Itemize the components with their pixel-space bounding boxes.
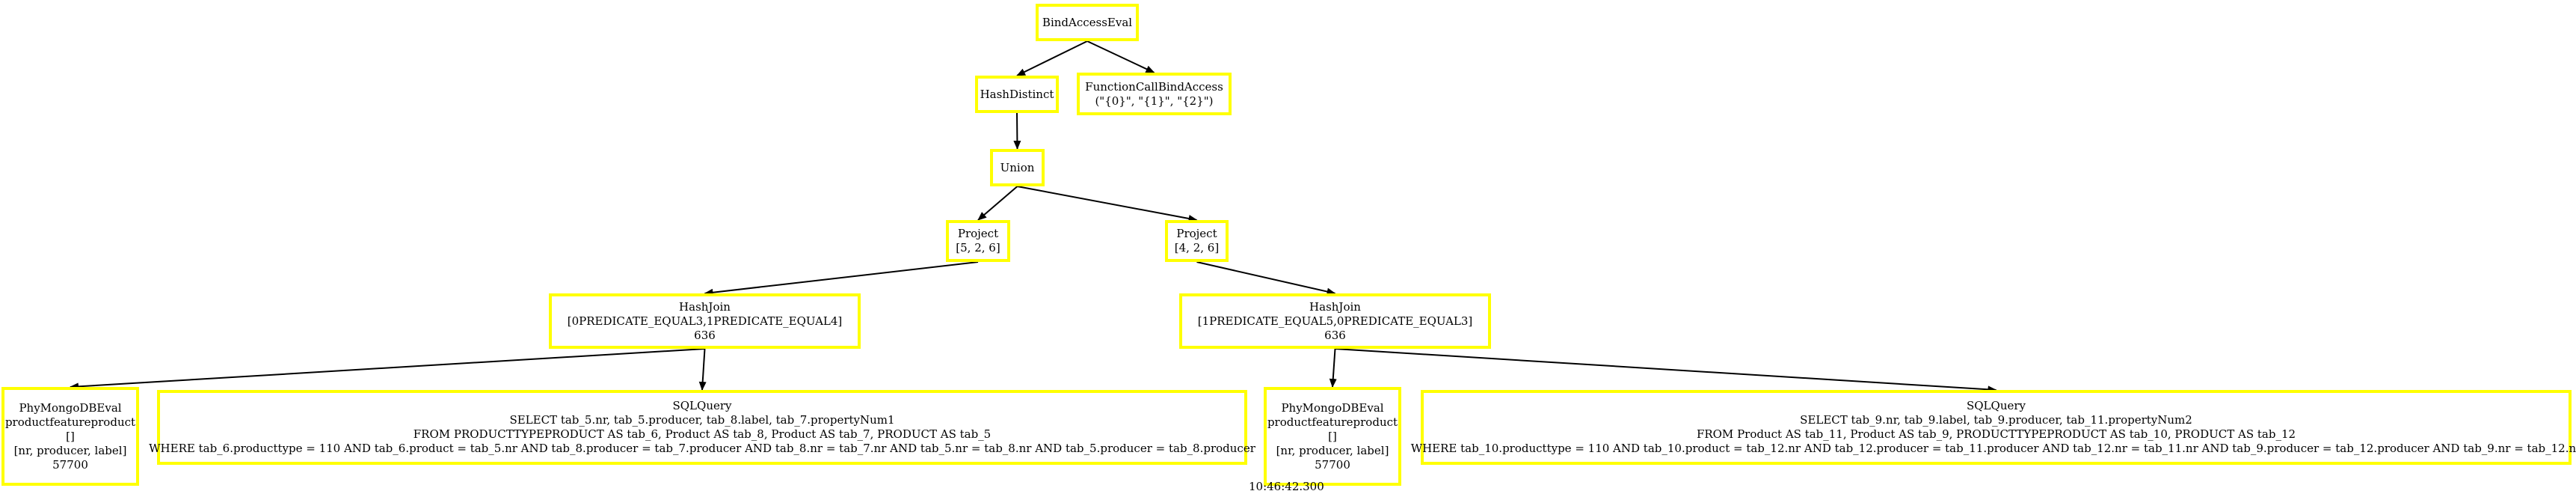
node-label-line: FROM PRODUCTTYPEPRODUCT AS tab_6, Produc…	[413, 427, 992, 441]
edge-hashjoin-left-to-phymongo-left	[70, 348, 705, 391]
edge-union-to-project-left	[977, 186, 1018, 221]
node-label-line: FROM Product AS tab_11, Product AS tab_9…	[1696, 427, 2296, 441]
node-label-line: [5, 2, 6]	[956, 241, 1000, 254]
node-label-line: WHERE tab_6.producttype = 110 AND tab_6.…	[149, 442, 1255, 455]
node-label-line: SQLQuery	[1966, 399, 2026, 412]
edge-project-right-to-hashjoin-right	[1196, 261, 1336, 296]
node-label-line: WHERE tab_10.producttype = 110 AND tab_1…	[1410, 442, 2576, 455]
node-label-line: Project	[1176, 227, 1217, 240]
node-function-call-bind-access: FunctionCallBindAccess("{0}", "{1}", "{2…	[1077, 73, 1232, 115]
edge-bind-access-eval-to-function-call-bind-access	[1086, 40, 1155, 73]
node-union: Union	[990, 149, 1045, 186]
edge-hash-distinct-to-union	[1013, 112, 1021, 150]
node-label-line: ("{0}", "{1}", "{2}")	[1095, 94, 1214, 108]
node-label-line: Project	[957, 227, 999, 240]
node-label-line: HashDistinct	[980, 87, 1054, 101]
edge-project-left-to-hashjoin-left	[704, 261, 979, 296]
node-label-line: SELECT tab_9.nr, tab_9.label, tab_9.prod…	[1800, 413, 2192, 427]
node-label-line: 57700	[52, 457, 88, 472]
edge-bind-access-eval-to-hash-distinct	[1016, 40, 1088, 76]
node-project-left: Project[5, 2, 6]	[946, 220, 1010, 262]
node-label-line: [nr, producer, label]	[1276, 443, 1389, 457]
node-label-line: PhyMongoDBEval	[19, 400, 122, 415]
edge-hashjoin-left-to-sqlquery-left	[698, 348, 707, 391]
node-label-line: [nr, producer, label]	[13, 443, 127, 457]
node-label-line: 57700	[1315, 457, 1350, 472]
edge-hashjoin-right-to-sqlquery-right	[1335, 348, 1997, 394]
node-hashjoin-right: HashJoin[1PREDICATE_EQUAL5,0PREDICATE_EQ…	[1179, 293, 1491, 349]
node-label-line: 636	[1324, 328, 1346, 342]
node-bind-access-eval: BindAccessEval	[1036, 4, 1139, 41]
node-label-line: SQLQuery	[672, 399, 732, 412]
node-label-line: FunctionCallBindAccess	[1085, 79, 1223, 94]
node-label-line: [0PREDICATE_EQUAL3,1PREDICATE_EQUAL4]	[567, 314, 843, 328]
node-label-line: []	[1328, 429, 1337, 443]
node-label-line: []	[66, 429, 75, 443]
node-project-right: Project[4, 2, 6]	[1165, 220, 1229, 262]
node-label-line: productfeatureproduct	[1267, 415, 1398, 429]
node-label-line: productfeatureproduct	[4, 415, 136, 429]
node-label-line: Union	[1000, 160, 1035, 174]
node-label-line: 636	[694, 328, 716, 342]
edge-union-to-project-right	[1017, 186, 1198, 222]
node-label-line: HashJoin	[1309, 299, 1361, 314]
node-hashjoin-left: HashJoin[0PREDICATE_EQUAL3,1PREDICATE_EQ…	[549, 293, 861, 349]
node-hash-distinct: HashDistinct	[975, 76, 1059, 113]
node-label-line: BindAccessEval	[1042, 15, 1133, 29]
node-label-line: HashJoin	[679, 299, 731, 314]
node-label-line: PhyMongoDBEval	[1281, 400, 1384, 415]
node-label-line: [4, 2, 6]	[1174, 241, 1220, 254]
timestamp-footer: 10:46:42.300	[1249, 480, 1324, 493]
edge-hashjoin-right-to-phymongo-right	[1329, 348, 1337, 388]
node-label-line: SELECT tab_5.nr, tab_5.producer, tab_8.l…	[509, 413, 895, 427]
node-label-line: [1PREDICATE_EQUAL5,0PREDICATE_EQUAL3]	[1197, 314, 1473, 328]
